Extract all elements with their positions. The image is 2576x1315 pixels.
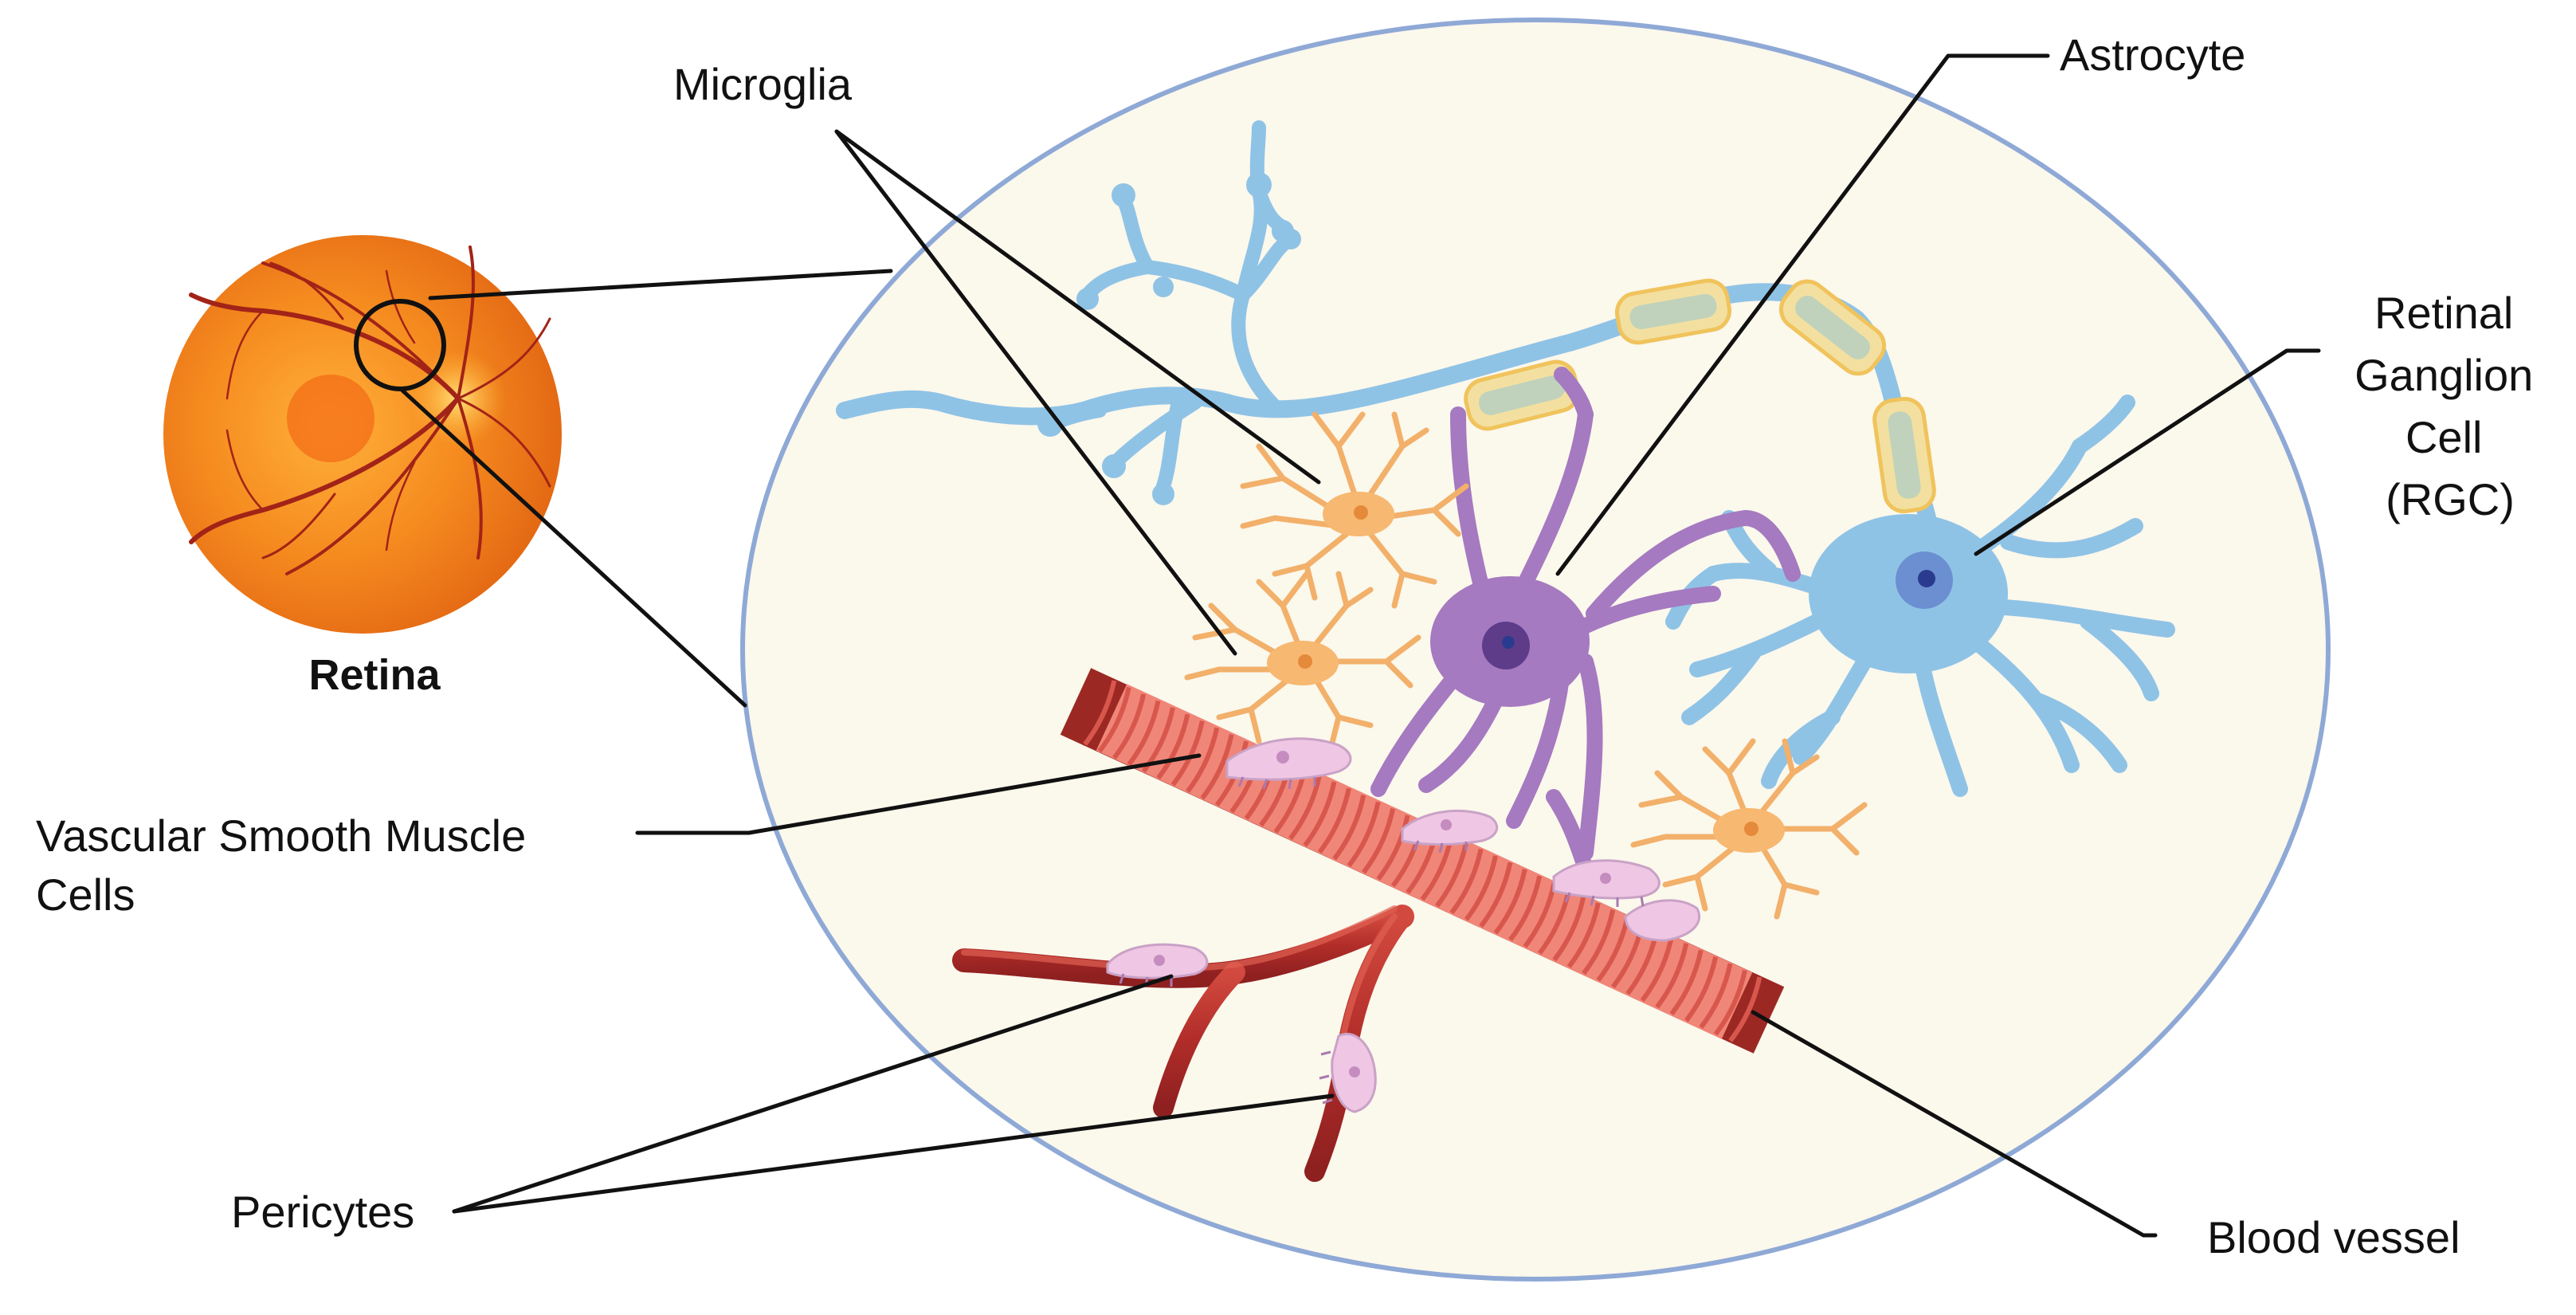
retinal-ganglion-cell <box>836 120 2175 797</box>
microglia-cell-3 <box>1630 738 1868 920</box>
smooth-muscle-ring <box>1332 795 1366 861</box>
smooth-muscle-ring <box>1655 943 1689 1009</box>
smooth-muscle-ring <box>1362 808 1396 874</box>
smooth-muscle-ring <box>1552 895 1586 962</box>
label-vsmc: Vascular Smooth Muscle Cells <box>36 811 539 920</box>
retina-label: Retina <box>308 651 441 699</box>
label-rgc-line-3: Cell <box>2405 412 2482 462</box>
smooth-muscle-ring <box>1508 875 1543 941</box>
macula <box>287 375 374 462</box>
smooth-muscle-ring <box>1303 781 1337 847</box>
smooth-muscle-ring <box>1684 956 1719 1023</box>
leader-microglia-b <box>834 129 1237 656</box>
smooth-muscle-ring <box>1713 969 1747 1036</box>
smooth-muscle-ring <box>1170 720 1205 787</box>
smooth-muscle-ring <box>1083 680 1117 746</box>
smooth-muscle-ring <box>1186 727 1220 793</box>
leader-vsmc <box>635 753 1202 835</box>
label-rgc-line-2: Ganglion <box>2354 350 2533 400</box>
leader-blood-vessel <box>1751 1010 2158 1238</box>
smooth-muscle-ring <box>1464 855 1498 921</box>
smooth-muscle-ring <box>1347 801 1381 867</box>
leader-pericytes-b <box>452 1093 1335 1214</box>
smooth-muscle-ring <box>1479 862 1513 928</box>
smooth-muscle-ring <box>1566 902 1601 968</box>
smooth-muscle-ring <box>1669 949 1704 1015</box>
microglia-cell-2 <box>1184 571 1421 752</box>
zoom-connector-bottom <box>398 387 747 708</box>
label-microglia: Microglia <box>673 59 853 109</box>
microglia-cell-1 <box>1240 411 1469 609</box>
smooth-muscle-ring <box>1699 963 1733 1029</box>
leader-microglia-a <box>834 129 1321 485</box>
smooth-muscle-ring <box>1317 787 1351 854</box>
pericyte-4 <box>1624 899 1700 942</box>
leader-lines <box>452 53 2321 1238</box>
smooth-muscle-ring <box>1156 713 1190 780</box>
label-blood-vessel: Blood vessel <box>2207 1212 2460 1262</box>
retina-fundus <box>163 235 562 634</box>
label-pericytes: Pericytes <box>231 1187 414 1237</box>
smooth-muscle-ring <box>1582 909 1616 975</box>
smooth-muscle-ring <box>1200 734 1234 800</box>
smooth-muscle-ring <box>1376 815 1410 881</box>
smooth-muscle-ring <box>1449 848 1484 915</box>
label-rgc-line-1: Retinal <box>2374 288 2513 338</box>
label-rgc: Retinal Ganglion Cell (RGC) <box>2354 288 2546 524</box>
label-rgc-line-4: (RGC) <box>2386 474 2515 524</box>
smooth-muscle-ring <box>1127 700 1161 767</box>
label-astrocyte: Astrocyte <box>2060 29 2245 80</box>
smooth-muscle-ring <box>1640 936 1674 1003</box>
leader-pericytes-a <box>452 974 1174 1214</box>
smooth-muscle-ring <box>1112 693 1147 760</box>
zoom-connector-top <box>428 269 893 300</box>
leader-astrocyte <box>1555 53 2050 576</box>
smooth-muscle-ring <box>1097 686 1131 753</box>
smooth-muscle-ring <box>1493 869 1527 935</box>
smooth-muscle-ring <box>1288 774 1323 841</box>
label-vsmc-line-2: Cells <box>36 869 135 920</box>
label-vsmc-line-1: Vascular Smooth Muscle <box>36 811 526 861</box>
smooth-muscle-ring <box>1728 976 1762 1042</box>
smooth-muscle-ring <box>1435 842 1469 908</box>
leader-rgc <box>1974 348 2321 556</box>
retinal-vessels <box>189 245 551 575</box>
